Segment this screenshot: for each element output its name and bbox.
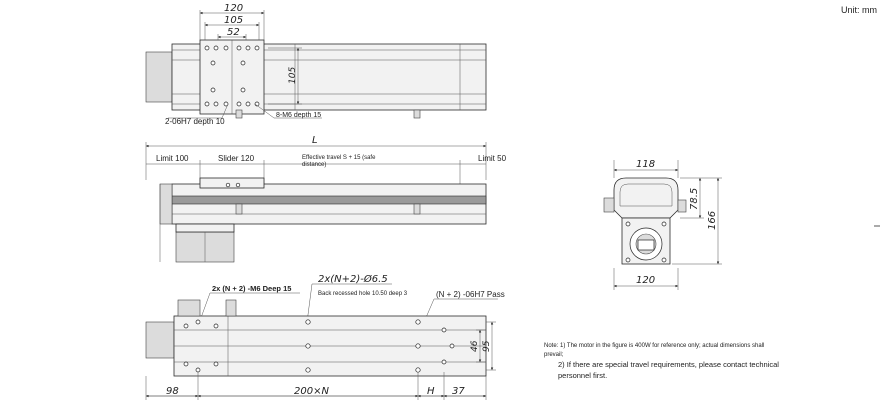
bottom-holes (183, 319, 455, 373)
dim-120-end: 120 (636, 275, 655, 286)
dim-37: 37 (452, 386, 465, 397)
callout-top-tap: 8-M6 depth 15 (276, 112, 321, 119)
notes: Note: 1) The motor in the figure is 400W… (544, 343, 779, 380)
label-effective-travel-2: distance) (302, 162, 326, 168)
note-2-line-2: personnel first. (558, 371, 607, 380)
dim-95: 95 (482, 340, 492, 352)
label-limit-left: Limit 100 (156, 154, 189, 163)
callout-bottom-pin: (N + 2) -06H7 Pass (436, 290, 505, 299)
note-1-line-2: prevail; (544, 352, 564, 358)
callout-top-pin: 2-06H7 depth 10 (165, 117, 225, 126)
bottom-motor (145, 321, 175, 359)
label-effective-travel-1: Effective travel S + 15 (safe (302, 155, 376, 161)
dim-pitch: 200×N (294, 386, 329, 397)
dim-105-vertical: 105 (288, 67, 298, 84)
dim-L: L (312, 135, 318, 146)
note-1-line-1: Note: 1) The motor in the figure is 400W… (544, 343, 764, 349)
callout-bottom-tap: 2x (N + 2) -M6 Deep 15 (212, 284, 291, 293)
side-view: L Limit 100 Slider 120 Effective travel … (145, 135, 507, 263)
end-view: 118 78.5 166 120 (603, 159, 722, 290)
dim-166: 166 (707, 211, 718, 230)
bottom-view: 2x(N+2)-Ø6.5 Back recessed hole 10.50 de… (145, 273, 505, 400)
dim-52: 52 (227, 27, 240, 38)
top-slider-holes (204, 45, 260, 107)
unit-label: Unit: mm (841, 5, 877, 15)
side-slider (199, 177, 265, 189)
note-2-line-1: 2) If there are special travel requireme… (558, 360, 779, 369)
dim-46: 46 (470, 340, 480, 352)
dim-H: H (427, 386, 435, 397)
dim-120: 120 (224, 3, 243, 14)
label-slider: Slider 120 (218, 154, 255, 163)
callout-bottom-recess: Back recessed hole 10.50 deep 3 (318, 291, 408, 297)
dim-78-5: 78.5 (689, 188, 700, 210)
dim-118: 118 (636, 159, 655, 170)
top-dimensions: 120 105 52 105 (199, 3, 302, 105)
top-view: 120 105 52 105 2-06H7 depth 10 8-M6 dept… (145, 3, 487, 126)
callout-bottom-hole: 2x(N+2)-Ø6.5 (318, 273, 388, 285)
top-motor (145, 51, 173, 103)
label-limit-right: Limit 50 (478, 154, 507, 163)
dim-105: 105 (224, 15, 243, 26)
dim-98: 98 (166, 386, 179, 397)
